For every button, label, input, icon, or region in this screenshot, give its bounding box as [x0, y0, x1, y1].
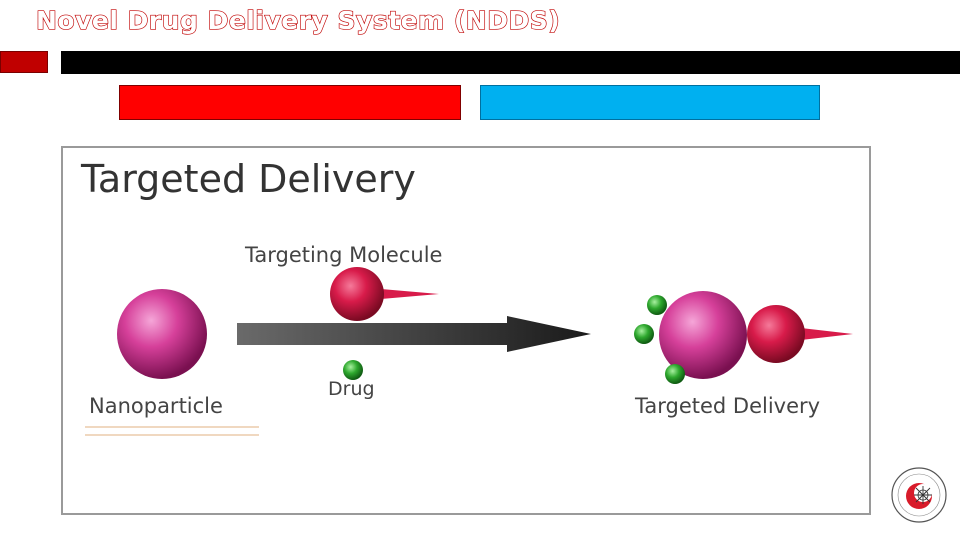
accent-bar-red [119, 85, 461, 120]
slide-title: Novel Drug Delivery System (NDDS) [35, 5, 561, 35]
targeting-molecule-label: Targeting Molecule [244, 243, 442, 267]
nanoparticle-sphere [117, 289, 207, 379]
result-label: Targeted Delivery [634, 394, 820, 418]
drug-sphere [343, 360, 363, 380]
targeted-delivery-figure: Targeted Delivery Targeting Molecule Nan… [61, 146, 871, 515]
drug-label: Drug [328, 378, 375, 400]
department-seal-logo-icon [891, 467, 947, 523]
accent-bar-black [61, 51, 960, 74]
accent-bar-blue [480, 85, 820, 120]
targeted-delivery-diagram: Targeted Delivery Targeting Molecule Nan… [80, 157, 853, 436]
nanoparticle-label: Nanoparticle [89, 394, 223, 418]
targeted-delivery-complex [634, 291, 853, 384]
process-arrow [237, 316, 591, 352]
accent-bar-red-small [0, 51, 48, 73]
figure-heading: Targeted Delivery [80, 157, 416, 201]
targeting-molecule-shape [330, 267, 439, 321]
